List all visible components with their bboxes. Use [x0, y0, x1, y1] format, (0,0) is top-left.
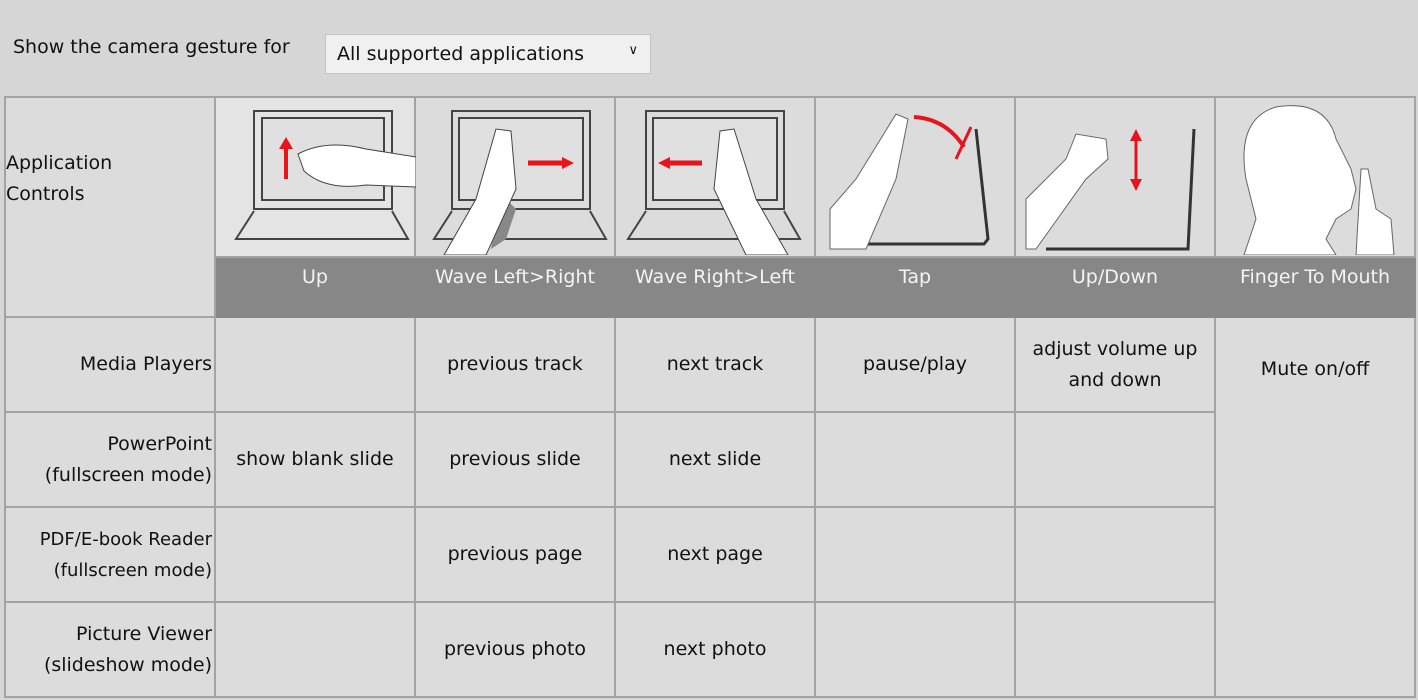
fist-up-down-icon	[1025, 128, 1196, 251]
gesture-image-wave-right-left	[614, 96, 816, 258]
action-cell: previous slide	[414, 411, 616, 508]
action-cell: next photo	[614, 601, 816, 698]
action-cell: previous page	[414, 506, 616, 603]
action-cell: show blank slide	[214, 411, 416, 508]
action-cell	[1014, 411, 1216, 508]
corner-label: Application Controls	[4, 96, 216, 318]
action-cell	[814, 506, 1016, 603]
table-row: PDF/E-book Reader (fullscreen mode) prev…	[4, 506, 1415, 603]
table-row: Picture Viewer (slideshow mode) previous…	[4, 601, 1415, 698]
action-cell	[214, 601, 416, 698]
action-cell	[1014, 601, 1216, 698]
gesture-name-finger-to-mouth: Finger To Mouth	[1214, 256, 1416, 318]
app-name: PowerPoint (fullscreen mode)	[4, 411, 216, 508]
finger-to-mouth-action: Mute on/off	[1214, 316, 1416, 698]
dropdown-value: All supported applications	[337, 43, 585, 65]
gesture-image-tap	[814, 96, 1016, 258]
gesture-image-finger-to-mouth	[1214, 96, 1416, 258]
gesture-table: Application Controls Up Wave Left>Right …	[4, 96, 1416, 698]
gesture-name-up-down: Up/Down	[1014, 256, 1216, 318]
hand-tap-icon	[829, 113, 990, 250]
chevron-down-icon: ∨	[628, 43, 638, 58]
gesture-image-up-down	[1014, 96, 1216, 258]
finger-to-mouth-icon	[1243, 105, 1395, 255]
table-row: PowerPoint (fullscreen mode) show blank …	[4, 411, 1415, 508]
action-cell: previous photo	[414, 601, 616, 698]
action-cell	[214, 316, 416, 413]
action-cell: next track	[614, 316, 816, 413]
laptop-wave-left-icon	[626, 110, 802, 255]
action-cell: previous track	[414, 316, 616, 413]
table-row: Media Players previous track next track …	[4, 316, 1416, 698]
app-name: PDF/E-book Reader (fullscreen mode)	[4, 506, 216, 603]
action-cell	[814, 411, 1016, 508]
action-cell	[214, 506, 416, 603]
app-name: Media Players	[4, 316, 216, 413]
gesture-image-wave-left-right	[414, 96, 616, 258]
action-cell	[1014, 506, 1216, 603]
action-cell: pause/play	[814, 316, 1016, 413]
gesture-name-tap: Tap	[814, 256, 1016, 318]
gesture-name-wave-right-left: Wave Right>Left	[614, 256, 816, 318]
filter-label: Show the camera gesture for	[13, 36, 290, 58]
gesture-image-up	[214, 96, 416, 258]
gesture-name-up: Up	[214, 256, 416, 318]
action-cell	[814, 601, 1016, 698]
application-filter-dropdown[interactable]: All supported applications ∨	[325, 34, 651, 74]
app-name: Picture Viewer (slideshow mode)	[4, 601, 216, 698]
action-cell: next slide	[614, 411, 816, 508]
action-cell: adjust volume up and down	[1014, 316, 1216, 413]
laptop-hand-up-icon	[234, 110, 416, 240]
gesture-name-wave-left-right: Wave Left>Right	[414, 256, 616, 318]
action-cell: next page	[614, 506, 816, 603]
laptop-wave-right-icon	[432, 110, 608, 255]
